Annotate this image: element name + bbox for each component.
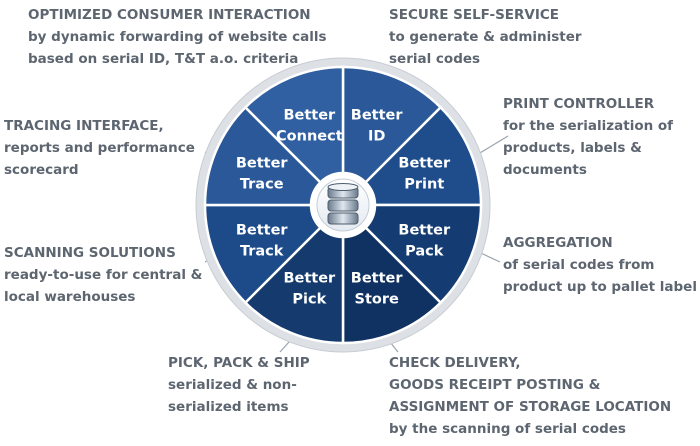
callout-text: for the serialization of: [503, 118, 674, 134]
callout-text: serialized items: [168, 399, 289, 415]
callout-print-controller: PRINT CONTROLLER for the serialization o…: [503, 93, 673, 181]
callout-title: SCANNING SOLUTIONS: [4, 245, 176, 261]
database-icon: [327, 183, 359, 225]
segment-trace: [203, 105, 323, 207]
callout-text: of serial codes from: [503, 257, 655, 273]
callout-text: ready-to-use for central &: [4, 267, 203, 283]
callout-text: to generate & administer: [389, 29, 582, 45]
callout-check-delivery: CHECK DELIVERY, GOODS RECEIPT POSTING & …: [389, 352, 671, 440]
callout-title: ASSIGNMENT OF STORAGE LOCATION: [389, 399, 672, 415]
callout-pick-pack-ship: PICK, PACK & SHIP serialized & non- seri…: [168, 352, 310, 418]
callout-text: serialized & non-: [168, 377, 297, 393]
segment-connect: [243, 65, 345, 185]
callout-text: reports and performance: [4, 140, 195, 156]
callout-consumer-interaction: OPTIMIZED CONSUMER INTERACTION by dynami…: [28, 4, 327, 70]
callout-text: serial codes: [389, 51, 481, 67]
segment-id: [341, 65, 443, 185]
callout-title: SECURE SELF-SERVICE: [389, 7, 560, 23]
callout-text: documents: [503, 162, 587, 178]
segment-store: [341, 225, 443, 345]
callout-title: TRACING INTERFACE,: [4, 118, 164, 134]
callout-title: PRINT CONTROLLER: [503, 96, 655, 112]
segment-pack: [363, 203, 483, 305]
callout-title: AGGREGATION: [503, 235, 613, 251]
segment-track: [203, 203, 323, 305]
callout-text: by the scanning of serial codes: [389, 421, 626, 437]
segment-print: [363, 105, 483, 207]
segment-pick: [243, 225, 345, 345]
callout-text: products, labels &: [503, 140, 642, 156]
callout-self-service: SECURE SELF-SERVICE to generate & admini…: [389, 4, 582, 70]
callout-scanning-solutions: SCANNING SOLUTIONS ready-to-use for cent…: [4, 242, 202, 308]
callout-title: GOODS RECEIPT POSTING &: [389, 377, 601, 393]
callout-text: product up to pallet label: [503, 279, 697, 295]
callout-tracing-interface: TRACING INTERFACE, reports and performan…: [4, 115, 195, 181]
callout-text: local warehouses: [4, 289, 136, 305]
callout-aggregation: AGGREGATION of serial codes from product…: [503, 232, 697, 298]
callout-text: based on serial ID, T&T a.o. criteria: [28, 51, 299, 67]
callout-title: OPTIMIZED CONSUMER INTERACTION: [28, 7, 311, 23]
callout-title: CHECK DELIVERY,: [389, 355, 521, 371]
callout-title: PICK, PACK & SHIP: [168, 355, 310, 371]
callout-text: by dynamic forwarding of website calls: [28, 29, 327, 45]
callout-text: scorecard: [4, 162, 79, 178]
